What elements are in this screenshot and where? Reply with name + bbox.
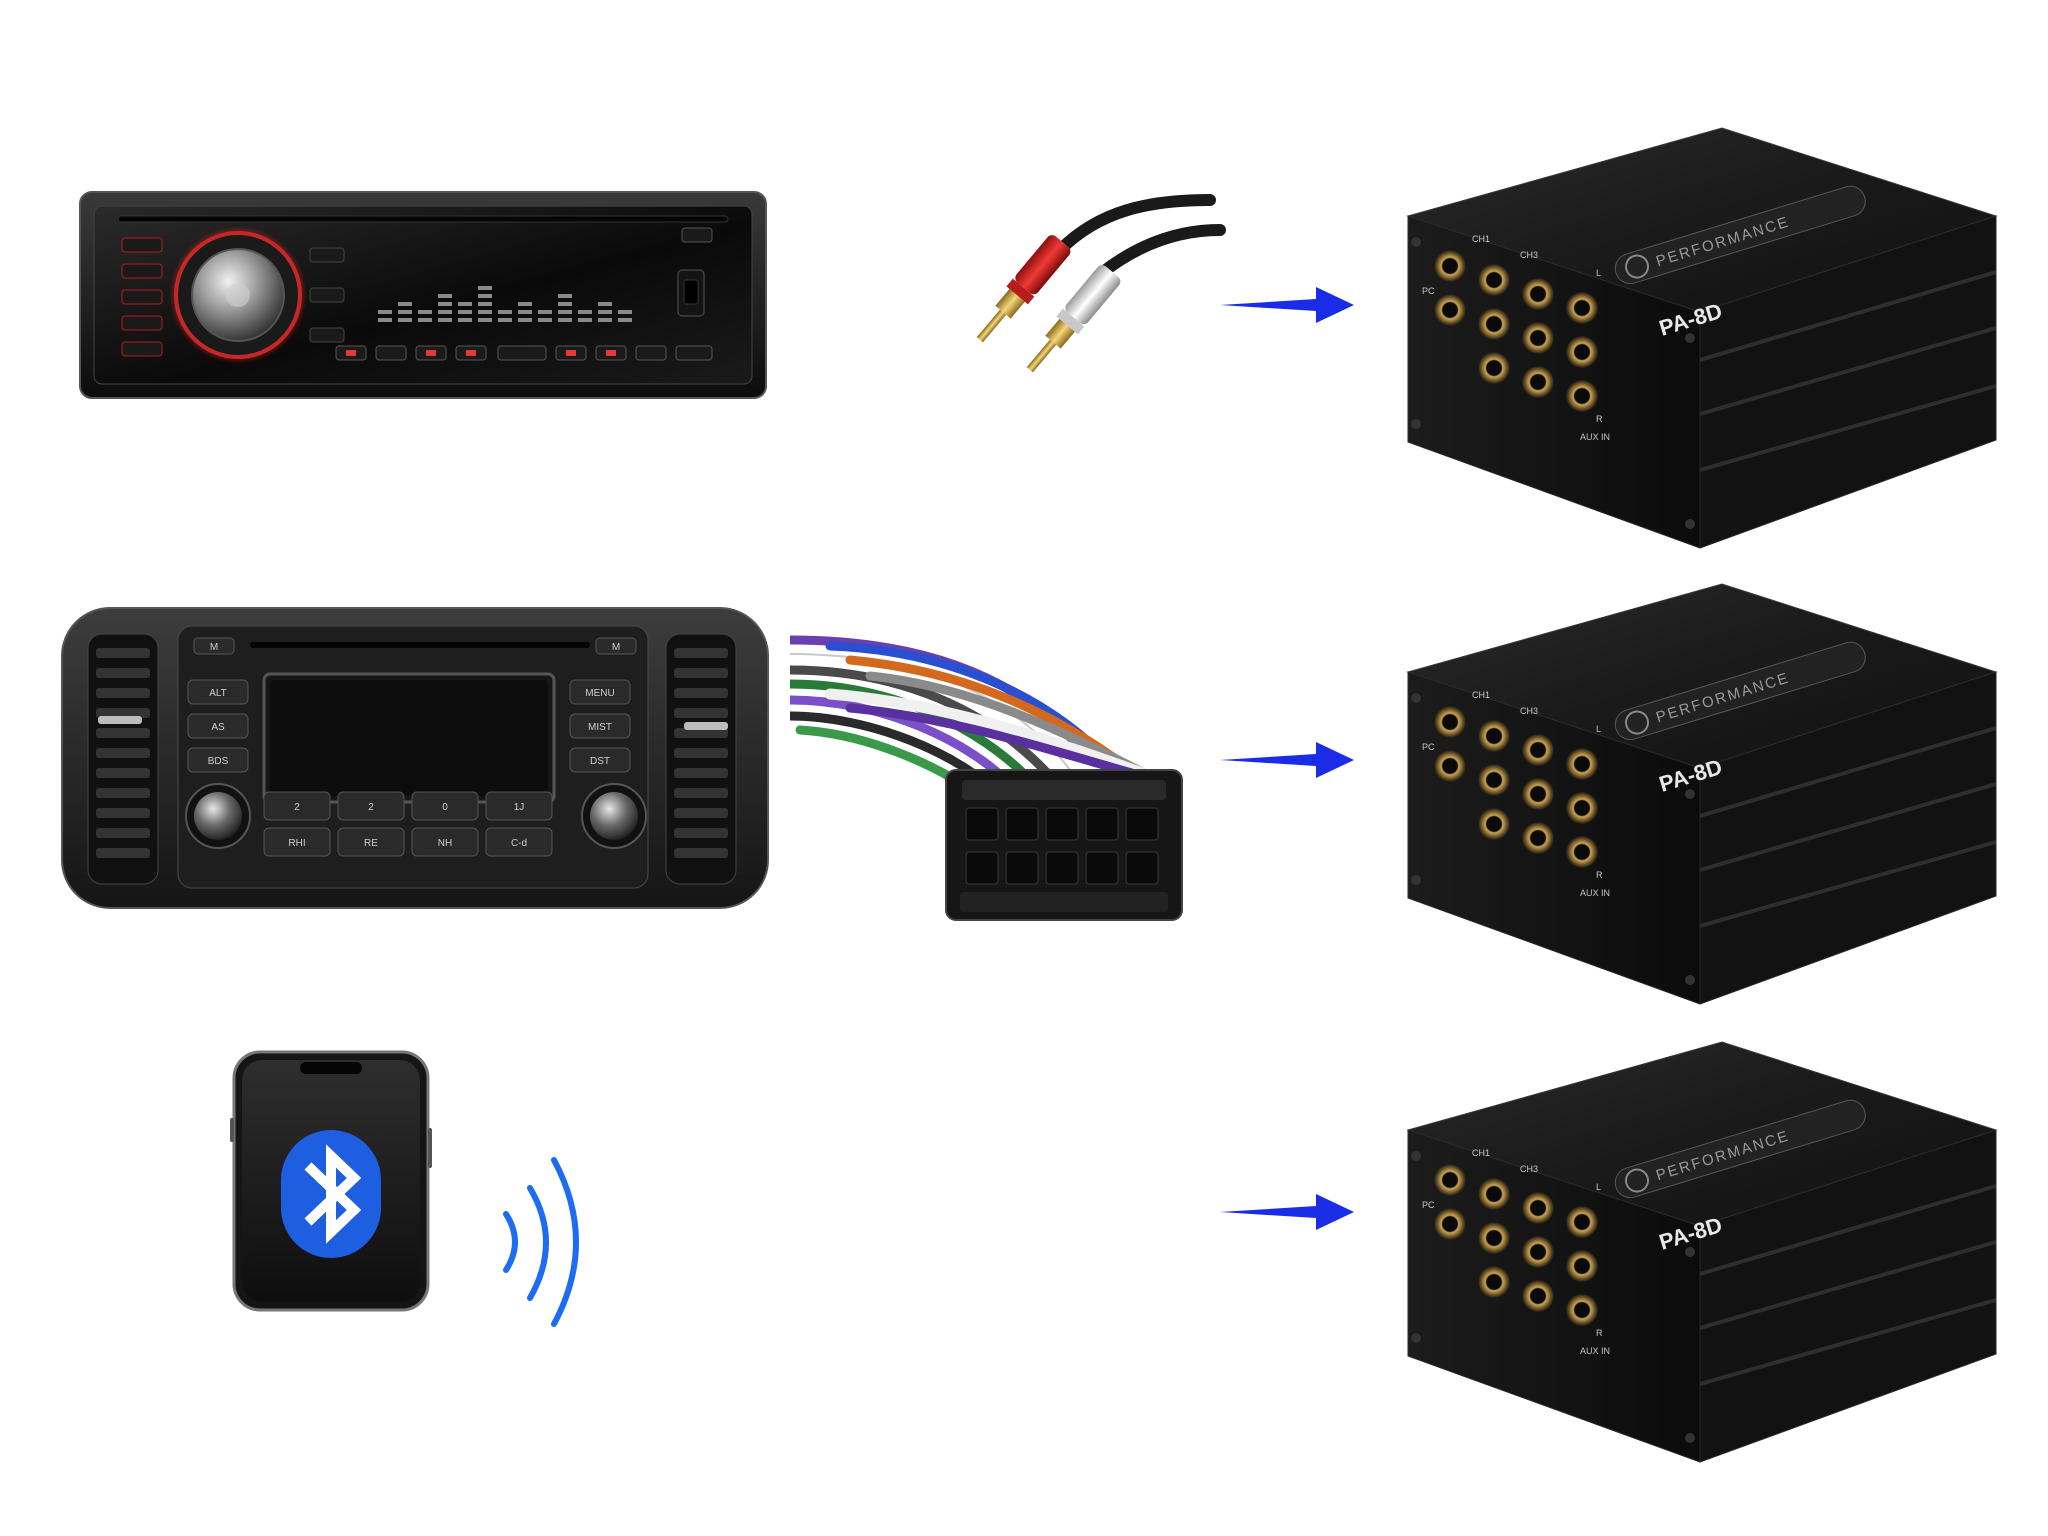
bluetooth-signal-waves [503, 1157, 579, 1327]
arrow-row-2 [1220, 742, 1354, 778]
oem-btn-right-2[interactable]: MIST [588, 722, 612, 733]
amp-2-ch3-label: CH3 [1520, 706, 1538, 716]
oem-btn-right-3[interactable]: DST [590, 756, 610, 767]
oem-volume-knob[interactable] [194, 792, 242, 840]
amplifier-1: PERFORMANCE PA-8D CH1 CH3 L PC R AUX IN [1406, 127, 1998, 549]
signal-wave-medium [527, 1185, 549, 1301]
amplifier-3: PERFORMANCE PA-8D CH1 CH3 L PC R AUX IN [1406, 1041, 1998, 1463]
oem-btn-left-3[interactable]: BDS [208, 756, 229, 767]
oem-tune-knob[interactable] [590, 792, 638, 840]
amp-1-rca-jacks [1434, 250, 1598, 412]
arrow-row-3 [1220, 1194, 1354, 1230]
equalizer-display [378, 286, 632, 322]
amp-3-pc-label: PC [1422, 1200, 1435, 1210]
amp-3-l-label: L [1596, 1182, 1601, 1192]
amp-1-aux-label: AUX IN [1580, 432, 1610, 442]
oem-preset-6[interactable]: RE [364, 838, 378, 849]
car-stereo-head-unit [79, 191, 767, 399]
iso-connector [945, 769, 1183, 921]
amp-2-r-label: R [1596, 870, 1603, 880]
amp-1-ch1-label: CH1 [1472, 234, 1490, 244]
rca-cable [976, 194, 1226, 373]
oem-btn-left-1[interactable]: ALT [209, 688, 227, 699]
amplifier-2: PERFORMANCE PA-8D CH1 CH3 L PC R AUX IN [1406, 583, 1998, 1005]
head-unit-bottom-buttons [335, 345, 713, 361]
amp-2-ch1-label: CH1 [1472, 690, 1490, 700]
amp-2-l-label: L [1596, 724, 1601, 734]
bluetooth-icon [281, 1130, 381, 1258]
oem-btn-left-2[interactable]: AS [211, 722, 225, 733]
oem-preset-5[interactable]: RHI [288, 838, 305, 849]
oem-preset-8[interactable]: C-d [511, 838, 527, 849]
rca-white-plug [1026, 265, 1121, 373]
arrow-row-1 [1220, 287, 1354, 323]
left-air-vent [87, 633, 159, 885]
head-unit-left-buttons [121, 237, 163, 357]
oem-preset-2[interactable]: 2 [368, 802, 374, 813]
amp-2-aux-label: AUX IN [1580, 888, 1610, 898]
amp-2-rca-jacks [1434, 706, 1598, 868]
amp-3-ch3-label: CH3 [1520, 1164, 1538, 1174]
oem-btn-top-right[interactable]: M [612, 642, 620, 653]
amp-3-rca-jacks [1434, 1164, 1598, 1326]
amp-3-aux-label: AUX IN [1580, 1346, 1610, 1356]
amp-1-pc-label: PC [1422, 286, 1435, 296]
right-air-vent [665, 633, 737, 885]
iso-wiring-harness [790, 635, 1183, 921]
amp-3-r-label: R [1596, 1328, 1603, 1338]
amp-1-l-label: L [1596, 268, 1601, 278]
oem-preset-7[interactable]: NH [438, 838, 452, 849]
oem-preset-4[interactable]: 1J [514, 802, 525, 813]
phone-notch [300, 1062, 362, 1074]
oem-btn-top-left[interactable]: M [210, 642, 218, 653]
oem-preset-3[interactable]: 0 [442, 802, 448, 813]
eject-button[interactable] [681, 227, 713, 243]
signal-wave-large [551, 1157, 579, 1327]
oem-btn-right-1[interactable]: MENU [585, 688, 614, 699]
amp-1-ch3-label: CH3 [1520, 250, 1538, 260]
rca-red-plug [976, 235, 1071, 343]
amp-2-pc-label: PC [1422, 742, 1435, 752]
signal-wave-small [503, 1211, 518, 1273]
smartphone [230, 1050, 432, 1312]
oem-preset-1[interactable]: 2 [294, 802, 300, 813]
amp-3-ch1-label: CH1 [1472, 1148, 1490, 1158]
amp-1-r-label: R [1596, 414, 1603, 424]
oem-dashboard-radio: M M ALT AS BDS MENU MIST DST 2 2 0 1J [61, 607, 769, 909]
